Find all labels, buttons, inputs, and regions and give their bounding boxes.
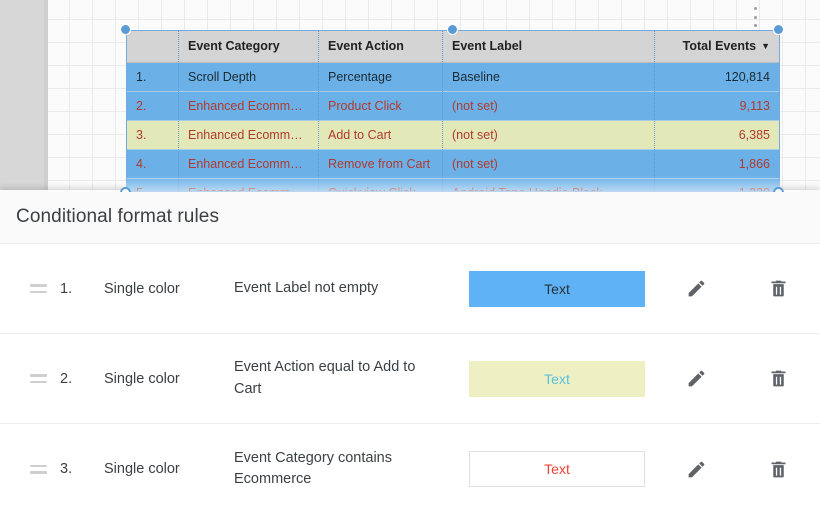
bar: [30, 380, 47, 383]
cell-event-category: Enhanced Ecommerce: [178, 149, 318, 179]
rule-delete-cell: [737, 274, 819, 304]
cell-event-action: Quickview Click: [318, 178, 442, 192]
pencil-icon[interactable]: [681, 364, 711, 394]
table-row[interactable]: 3. Enhanced Ecommerce Add to Cart (not s…: [126, 120, 780, 150]
resize-handle-top-middle[interactable]: [447, 24, 458, 35]
drag-handle-icon[interactable]: [16, 284, 47, 293]
bar: [30, 464, 47, 467]
cell-event-label: (not set): [442, 91, 654, 121]
rule-type: Single color: [104, 370, 180, 387]
table-row[interactable]: 4. Enhanced Ecommerce Remove from Cart (…: [126, 149, 780, 179]
column-header-total-events[interactable]: Total Events ▼: [654, 30, 780, 63]
rule-number: 2.: [60, 370, 73, 387]
rule-type: Single color: [104, 280, 180, 297]
cell-event-action: Add to Cart: [318, 120, 442, 150]
rail-edge: [44, 0, 48, 192]
cell-total-events: 1,866: [654, 149, 780, 179]
rule-row[interactable]: 2. Single color Event Action equal to Ad…: [0, 334, 820, 424]
data-table-component[interactable]: Event Category Event Action Event Label …: [120, 24, 784, 192]
cell-index: 4.: [126, 149, 178, 179]
bar: [30, 284, 47, 287]
cell-index: 1.: [126, 62, 178, 92]
cell-event-label: Baseline: [442, 62, 654, 92]
rule-row[interactable]: 1. Single color Event Label not empty Te…: [0, 244, 820, 334]
drag-handle-icon[interactable]: [16, 464, 47, 474]
cell-total-events: 1,220: [654, 178, 780, 192]
pencil-icon[interactable]: [681, 274, 711, 304]
cell-event-category: Enhanced Ecommerce: [178, 91, 318, 121]
rule-condition: Event Label not empty: [234, 279, 379, 296]
cell-index: 5.: [126, 178, 178, 192]
cell-total-events: 6,385: [654, 120, 780, 150]
pencil-icon[interactable]: [681, 454, 711, 484]
column-header-event-action[interactable]: Event Action: [318, 30, 442, 63]
cell-event-category: Scroll Depth: [178, 62, 318, 92]
rule-preview-cell: Text: [459, 451, 655, 487]
rule-preview-cell: Text: [459, 360, 655, 397]
left-rail: [0, 0, 48, 192]
drag-handle-icon[interactable]: [16, 374, 47, 383]
bar: [30, 471, 47, 474]
bar: [30, 290, 47, 293]
rule-preview-swatch[interactable]: Text: [469, 360, 645, 397]
table-header-row: Event Category Event Action Event Label …: [126, 30, 780, 63]
column-header-event-category[interactable]: Event Category: [178, 30, 318, 63]
rule-edit-cell: [655, 454, 737, 484]
rule-condition: Event Category contains Ecommerce: [234, 449, 392, 487]
rule-row[interactable]: 3. Single color Event Category contains …: [0, 424, 820, 514]
sort-descending-icon[interactable]: ▼: [761, 40, 770, 51]
dialog-title: Conditional format rules: [16, 205, 220, 227]
cell-event-category: Enhanced Ecommerce: [178, 178, 318, 192]
report-canvas: Event Category Event Action Event Label …: [0, 0, 820, 192]
dot: [753, 7, 757, 10]
cell-event-category: Enhanced Ecommerce: [178, 120, 318, 150]
resize-handle-top-right[interactable]: [773, 24, 784, 35]
rule-delete-cell: [737, 454, 819, 484]
trash-icon[interactable]: [763, 364, 793, 394]
table-row[interactable]: 1. Scroll Depth Percentage Baseline 120,…: [126, 62, 780, 92]
trash-icon[interactable]: [763, 454, 793, 484]
dot: [753, 15, 757, 19]
dialog-header: Conditional format rules: [0, 190, 820, 244]
dot: [753, 24, 757, 27]
rule-number: 3.: [60, 461, 73, 477]
cell-event-label: Android Tape Hoodie Black: [442, 178, 654, 192]
rule-preview-cell: Text: [459, 270, 655, 307]
rule-preview-swatch[interactable]: Text: [469, 451, 645, 487]
more-vert-icon[interactable]: [748, 4, 762, 30]
resize-handle-bottom-left[interactable]: [120, 187, 131, 192]
trash-icon[interactable]: [763, 274, 793, 304]
bar: [30, 374, 47, 377]
rule-preview-swatch[interactable]: Text: [469, 270, 645, 307]
rule-delete-cell: [737, 364, 819, 394]
cell-event-label: (not set): [442, 120, 654, 150]
cell-total-events: 9,113: [654, 91, 780, 121]
cell-total-events: 120,814: [654, 62, 780, 92]
cell-event-label: (not set): [442, 149, 654, 179]
cell-event-action: Remove from Cart: [318, 149, 442, 179]
table-body: 1. Scroll Depth Percentage Baseline 120,…: [126, 62, 780, 192]
data-table: Event Category Event Action Event Label …: [126, 30, 780, 192]
resize-handle-bottom-right[interactable]: [773, 187, 784, 192]
cell-event-action: Product Click: [318, 91, 442, 121]
column-header-total-events-label: Total Events: [682, 38, 757, 53]
resize-handle-top-left[interactable]: [120, 24, 131, 35]
rule-type: Single color: [104, 461, 180, 477]
cell-index: 3.: [126, 120, 178, 150]
column-header-index[interactable]: [126, 30, 178, 63]
rule-number: 1.: [60, 280, 73, 297]
rules-list: 1. Single color Event Label not empty Te…: [0, 244, 820, 514]
rule-condition: Event Action equal to Add to Cart: [234, 359, 416, 397]
column-header-event-label[interactable]: Event Label: [442, 30, 654, 63]
table-row[interactable]: 5. Enhanced Ecommerce Quickview Click An…: [126, 178, 780, 192]
cell-event-action: Percentage: [318, 62, 442, 92]
conditional-format-rules-dialog: Conditional format rules 1. Single color…: [0, 190, 820, 524]
table-row[interactable]: 2. Enhanced Ecommerce Product Click (not…: [126, 91, 780, 121]
rule-edit-cell: [655, 364, 737, 394]
table-header: Event Category Event Action Event Label …: [126, 30, 780, 63]
rule-edit-cell: [655, 274, 737, 304]
cell-index: 2.: [126, 91, 178, 121]
